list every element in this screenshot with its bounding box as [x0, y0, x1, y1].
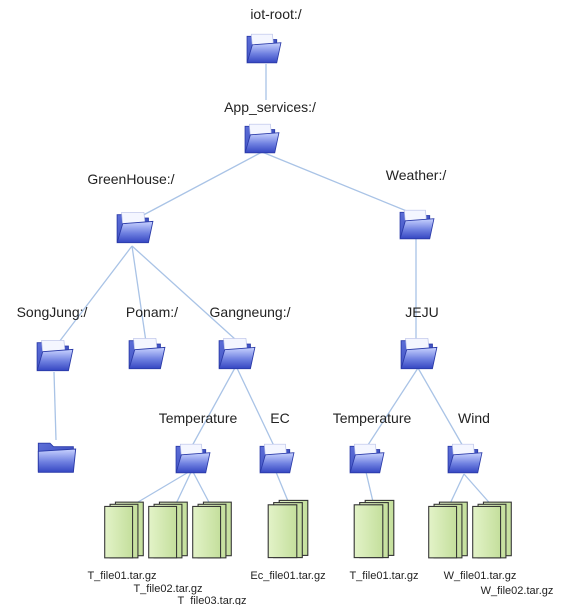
folder-icon — [175, 443, 211, 474]
link-jeju-wind — [417, 367, 465, 449]
node-label: Wind — [458, 410, 490, 426]
link-songjung-child — [53, 371, 57, 441]
folder-icon — [399, 209, 435, 240]
file-label: W_file01.tar.gz — [444, 570, 517, 582]
folder-closed-icon — [37, 442, 77, 473]
link-app-weather — [261, 151, 415, 215]
file-w1[interactable]: W_file01.tar.gz — [428, 501, 517, 582]
file-stack-icon — [267, 499, 309, 559]
file-stack-icon — [192, 501, 232, 559]
link-app-greenhouse — [133, 151, 263, 221]
file-stack-icon — [104, 501, 144, 559]
link-gangneung-ec — [235, 365, 275, 447]
node-label: Gangneung:/ — [210, 304, 291, 320]
node-gangneung-temperature[interactable]: Temperature — [159, 410, 238, 474]
file-label: T_file01.tar.gz — [349, 570, 418, 582]
link-greenhouse-songjung — [55, 245, 133, 347]
node-label: EC — [270, 410, 289, 426]
node-gangneung-ec[interactable]: EC — [259, 410, 295, 474]
folder-icon — [349, 443, 385, 474]
node-jeju-wind[interactable]: Wind — [447, 410, 490, 474]
node-label: Ponam:/ — [126, 304, 178, 320]
link-jeju-temperature — [365, 367, 419, 449]
node-jeju-temperature[interactable]: Temperature — [333, 410, 412, 474]
node-greenhouse[interactable]: GreenHouse:/ — [87, 171, 175, 244]
node-songjung[interactable]: SongJung:/ — [17, 304, 88, 372]
node-weather[interactable]: Weather:/ — [386, 167, 447, 240]
folder-icon — [246, 33, 282, 64]
file-w2[interactable]: W_file02.tar.gz — [472, 501, 554, 597]
node-label: JEJU — [405, 304, 438, 320]
file-jt1[interactable]: T_file01.tar.gz — [349, 499, 419, 582]
node-label: App_services:/ — [224, 99, 316, 115]
folder-icon — [244, 123, 280, 154]
file-label: T_file01.tar.gz — [87, 570, 156, 582]
file-stack-icon — [472, 501, 512, 559]
node-label: Temperature — [333, 410, 412, 426]
node-app-services[interactable]: App_services:/ — [224, 99, 316, 154]
file-stack-icon — [428, 501, 468, 559]
file-stack-icon — [353, 499, 395, 559]
file-stack-icon — [148, 501, 188, 559]
file-label: T_file03.tar.gz — [177, 595, 246, 605]
link-gangneung-temperature — [191, 365, 237, 447]
folder-icon — [128, 338, 166, 370]
node-label: iot-root:/ — [250, 6, 301, 22]
file-label: Ec_file01.tar.gz — [250, 570, 325, 582]
node-label: Temperature — [159, 410, 238, 426]
folder-icon — [400, 338, 438, 370]
node-label: SongJung:/ — [17, 304, 88, 320]
node-jeju[interactable]: JEJU — [400, 304, 439, 370]
folder-icon — [218, 338, 256, 370]
file-t2[interactable]: T_file02.tar.gz — [133, 501, 203, 595]
node-label: GreenHouse:/ — [87, 171, 174, 187]
file-ec1[interactable]: Ec_file01.tar.gz — [250, 499, 326, 582]
node-label: Weather:/ — [386, 167, 447, 183]
node-songjung-child[interactable] — [37, 442, 77, 473]
file-t3[interactable]: T_file03.tar.gz — [177, 501, 247, 605]
node-ponam[interactable]: Ponam:/ — [126, 304, 178, 370]
file-t1[interactable]: T_file01.tar.gz — [87, 501, 157, 582]
folder-icon — [116, 212, 154, 244]
file-label: T_file02.tar.gz — [133, 583, 202, 595]
folder-icon — [36, 340, 74, 372]
link-greenhouse-ponam — [131, 245, 147, 343]
node-gangneung[interactable]: Gangneung:/ — [210, 304, 291, 370]
file-label: W_file02.tar.gz — [481, 585, 554, 597]
link-greenhouse-gangneung — [131, 245, 237, 341]
node-root[interactable]: iot-root:/ — [246, 6, 302, 64]
folder-icon — [447, 443, 483, 474]
folder-icon — [259, 443, 295, 474]
